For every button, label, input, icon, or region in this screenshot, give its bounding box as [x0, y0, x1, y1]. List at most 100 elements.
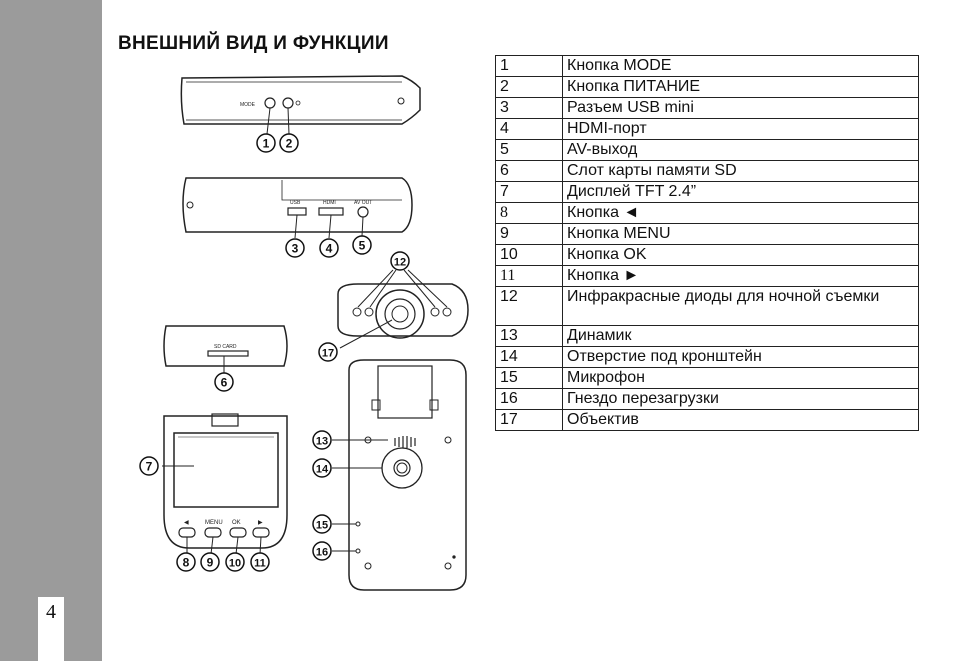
callout-circle-13	[312, 430, 332, 450]
right-button-icon	[252, 527, 270, 538]
svg-text:◀: ◀	[184, 520, 189, 526]
sd-label: SD CARD	[214, 344, 237, 350]
hdmi-label: HDMI	[323, 200, 336, 206]
callout-circle-5	[352, 235, 372, 255]
front-view: ◀ MENU OK ▶	[162, 413, 288, 555]
row-number: 8	[495, 202, 563, 224]
row-label: Микрофон	[562, 367, 919, 389]
row-label: Отверстие под кронштейн	[562, 346, 919, 368]
top-view: MODE	[180, 75, 421, 135]
lens-view	[337, 269, 469, 349]
side-view: USB HDMI AV OUT	[182, 177, 413, 239]
callout-number-13: 13	[316, 436, 328, 448]
av-out-port-icon	[357, 206, 369, 218]
callout-circle-8	[176, 552, 196, 572]
hdmi-port-icon	[318, 207, 344, 216]
row-number: 13	[495, 325, 563, 347]
usb-label: USB	[290, 200, 301, 206]
microphone-hole	[355, 521, 361, 527]
callout-number-17: 17	[322, 348, 334, 360]
sd-slot-icon	[207, 350, 249, 357]
row-label: Кнопка ◄	[562, 202, 919, 224]
row-label: Кнопка OK	[562, 244, 919, 266]
mount-hole-icon	[381, 447, 423, 489]
row-number: 5	[495, 139, 563, 161]
row-label: Кнопка ►	[562, 265, 919, 287]
callout-circle-1	[256, 133, 276, 153]
row-label: Кнопка MODE	[562, 55, 919, 77]
callout-circle-6	[214, 372, 234, 392]
callout-number-12: 12	[394, 257, 406, 269]
callout-number-4: 4	[326, 242, 333, 256]
row-number: 9	[495, 223, 563, 245]
row-label: Разъем USB mini	[562, 97, 919, 119]
row-number: 11	[495, 265, 563, 287]
row-label: HDMI-порт	[562, 118, 919, 140]
callout-number-11: 11	[254, 558, 266, 570]
row-label: Гнездо перезагрузки	[562, 388, 919, 410]
callout-circle-17	[318, 342, 338, 362]
row-label: Инфракрасные диоды для ночной съемки	[562, 286, 919, 326]
ok-button-icon	[229, 527, 247, 538]
row-number: 15	[495, 367, 563, 389]
speaker-grille	[394, 436, 416, 448]
avout-label: AV OUT	[354, 200, 372, 206]
callout-number-5: 5	[359, 239, 366, 253]
row-number: 2	[495, 76, 563, 98]
callout-number-9: 9	[207, 556, 214, 570]
callout-circle-4	[319, 238, 339, 258]
row-number: 1	[495, 55, 563, 77]
callout-number-15: 15	[316, 520, 328, 532]
page-number: 4	[38, 597, 64, 661]
callout-number-16: 16	[316, 547, 328, 559]
callout-number-10: 10	[229, 558, 241, 570]
side-margin-bar	[0, 0, 102, 661]
callout-circle-11	[250, 552, 270, 572]
row-label: Слот карты памяти SD	[562, 160, 919, 182]
svg-text:▶: ▶	[258, 520, 263, 526]
row-number: 10	[495, 244, 563, 266]
display-screen	[173, 432, 279, 508]
callout-circle-15	[312, 514, 332, 534]
power-button-icon	[282, 97, 294, 109]
device-diagram: MODE USB HDMI AV OUT SD CARD ◀	[139, 75, 469, 591]
svg-text:MENU: MENU	[205, 520, 223, 526]
callout-circle-7	[139, 456, 159, 476]
page-title: ВНЕШНИЙ ВИД И ФУНКЦИИ	[118, 33, 389, 54]
callout-circle-12	[390, 251, 410, 271]
menu-button-icon	[204, 527, 222, 538]
row-number: 17	[495, 409, 563, 431]
callout-circle-2	[279, 133, 299, 153]
callout-circle-3	[285, 238, 305, 258]
callout-circle-10	[225, 552, 245, 572]
callout-number-1: 1	[263, 137, 270, 151]
row-label: AV-выход	[562, 139, 919, 161]
callout-number-2: 2	[286, 137, 293, 151]
callout-circle-16	[312, 541, 332, 561]
row-number: 6	[495, 160, 563, 182]
left-button-icon	[178, 527, 196, 538]
svg-text:OK: OK	[232, 520, 241, 526]
usb-port-icon	[287, 207, 307, 216]
callout-number-6: 6	[221, 376, 228, 390]
bottom-view: SD CARD	[163, 325, 288, 374]
row-label: Кнопка MENU	[562, 223, 919, 245]
row-number: 4	[495, 118, 563, 140]
row-label: Дисплей TFT 2.4”	[562, 181, 919, 203]
